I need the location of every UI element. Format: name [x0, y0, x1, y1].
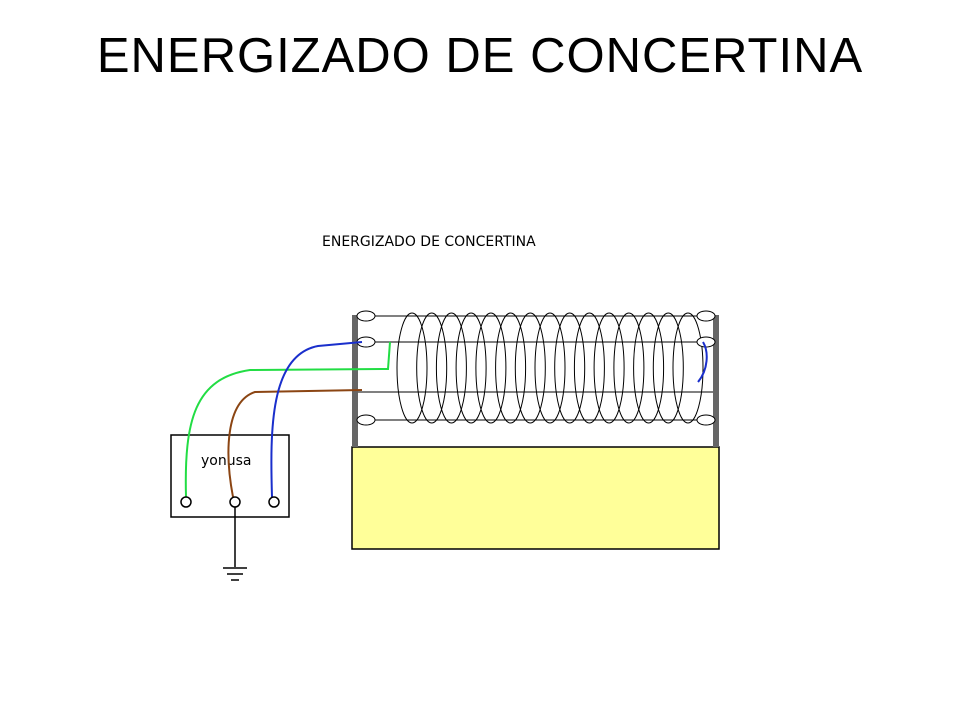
ground-symbol [223, 507, 247, 581]
wire-green [184, 341, 391, 498]
coil-loop [554, 312, 586, 424]
coil-loop [573, 312, 605, 424]
insulator-left-top [356, 310, 376, 322]
wire-blue [270, 341, 363, 498]
coil-loop [416, 312, 448, 424]
coil-loop [652, 312, 684, 424]
coil-loop [475, 312, 507, 424]
energizer-label: yonusa [201, 453, 251, 469]
insulator-right-lower [696, 414, 716, 426]
insulator-left-lower [356, 414, 376, 426]
coil-loop [396, 312, 428, 424]
insulator-right-upper [696, 336, 716, 348]
coil-loop [633, 312, 665, 424]
wire-brown [227, 389, 363, 498]
fence-base [351, 446, 720, 550]
wire-blue-jumper [697, 341, 708, 383]
coil-loop [534, 312, 566, 424]
terminal-ground-brown [229, 496, 241, 508]
diagram-caption: ENERGIZADO DE CONCERTINA [322, 234, 536, 250]
terminal-fence-green [180, 496, 192, 508]
coil-loop [435, 312, 467, 424]
insulator-right-top [696, 310, 716, 322]
coil-loop [613, 312, 645, 424]
coil-loop [495, 312, 527, 424]
coil-loop [514, 312, 546, 424]
coil-loop [672, 312, 704, 424]
energizer-terminals [180, 496, 280, 508]
fence-post-left [352, 315, 358, 447]
terminal-fence-blue [268, 496, 280, 508]
fence-post-right [713, 315, 719, 447]
coil-loop [593, 312, 625, 424]
slide-title: ENERGIZADO DE CONCERTINA [96, 29, 864, 83]
concertina-coil [396, 312, 704, 424]
insulators [356, 310, 716, 426]
coil-loop [455, 312, 487, 424]
